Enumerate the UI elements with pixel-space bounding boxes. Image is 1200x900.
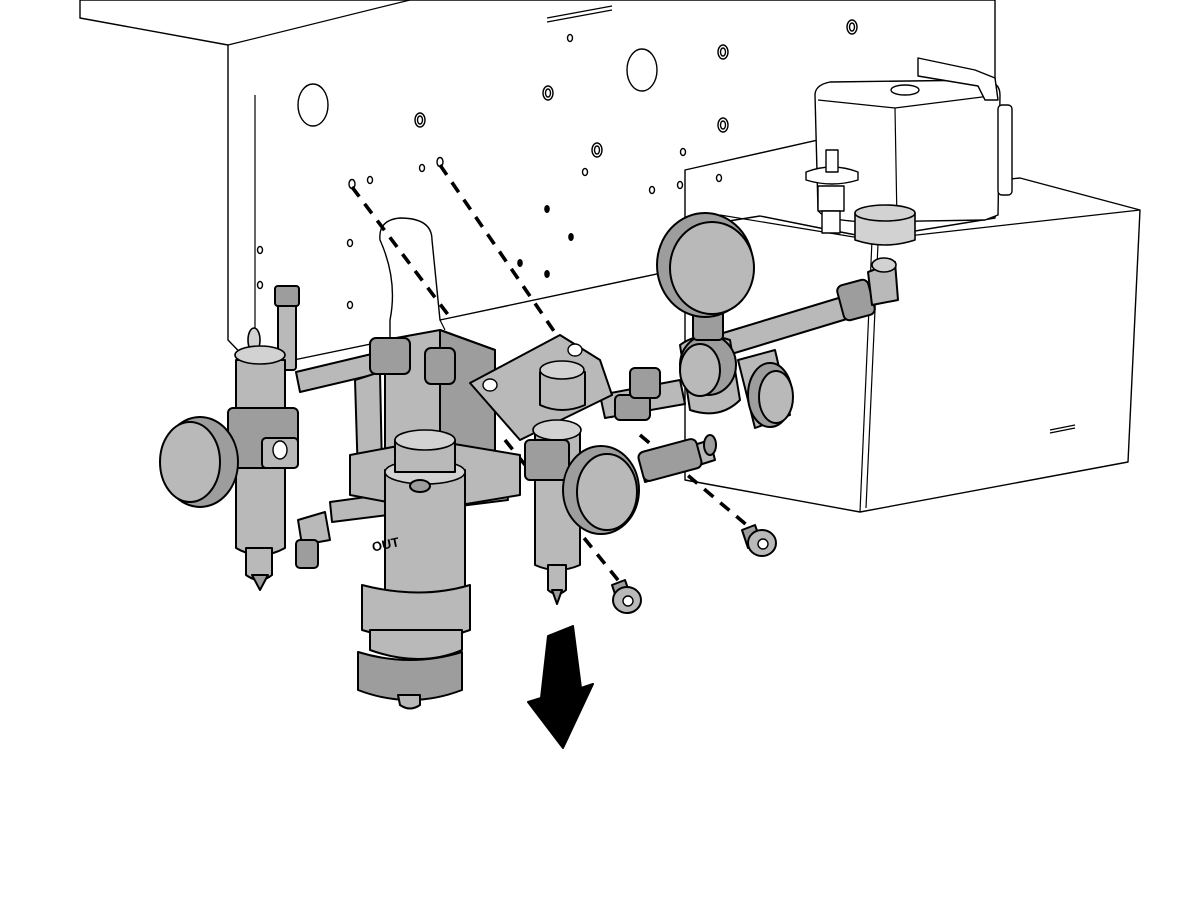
plate-holes [256,19,858,310]
screw-right [741,524,777,557]
right-regulator [656,212,794,429]
screw-left [611,579,642,614]
mounting-bracket [469,334,613,441]
right-filter-regulator [524,419,640,605]
center-filter: OUT [357,429,471,710]
port-label-out: OUT [371,534,401,554]
left-filter-regulator [159,285,300,591]
down-arrow-icon [527,625,594,749]
reservoir-cap [805,149,916,246]
